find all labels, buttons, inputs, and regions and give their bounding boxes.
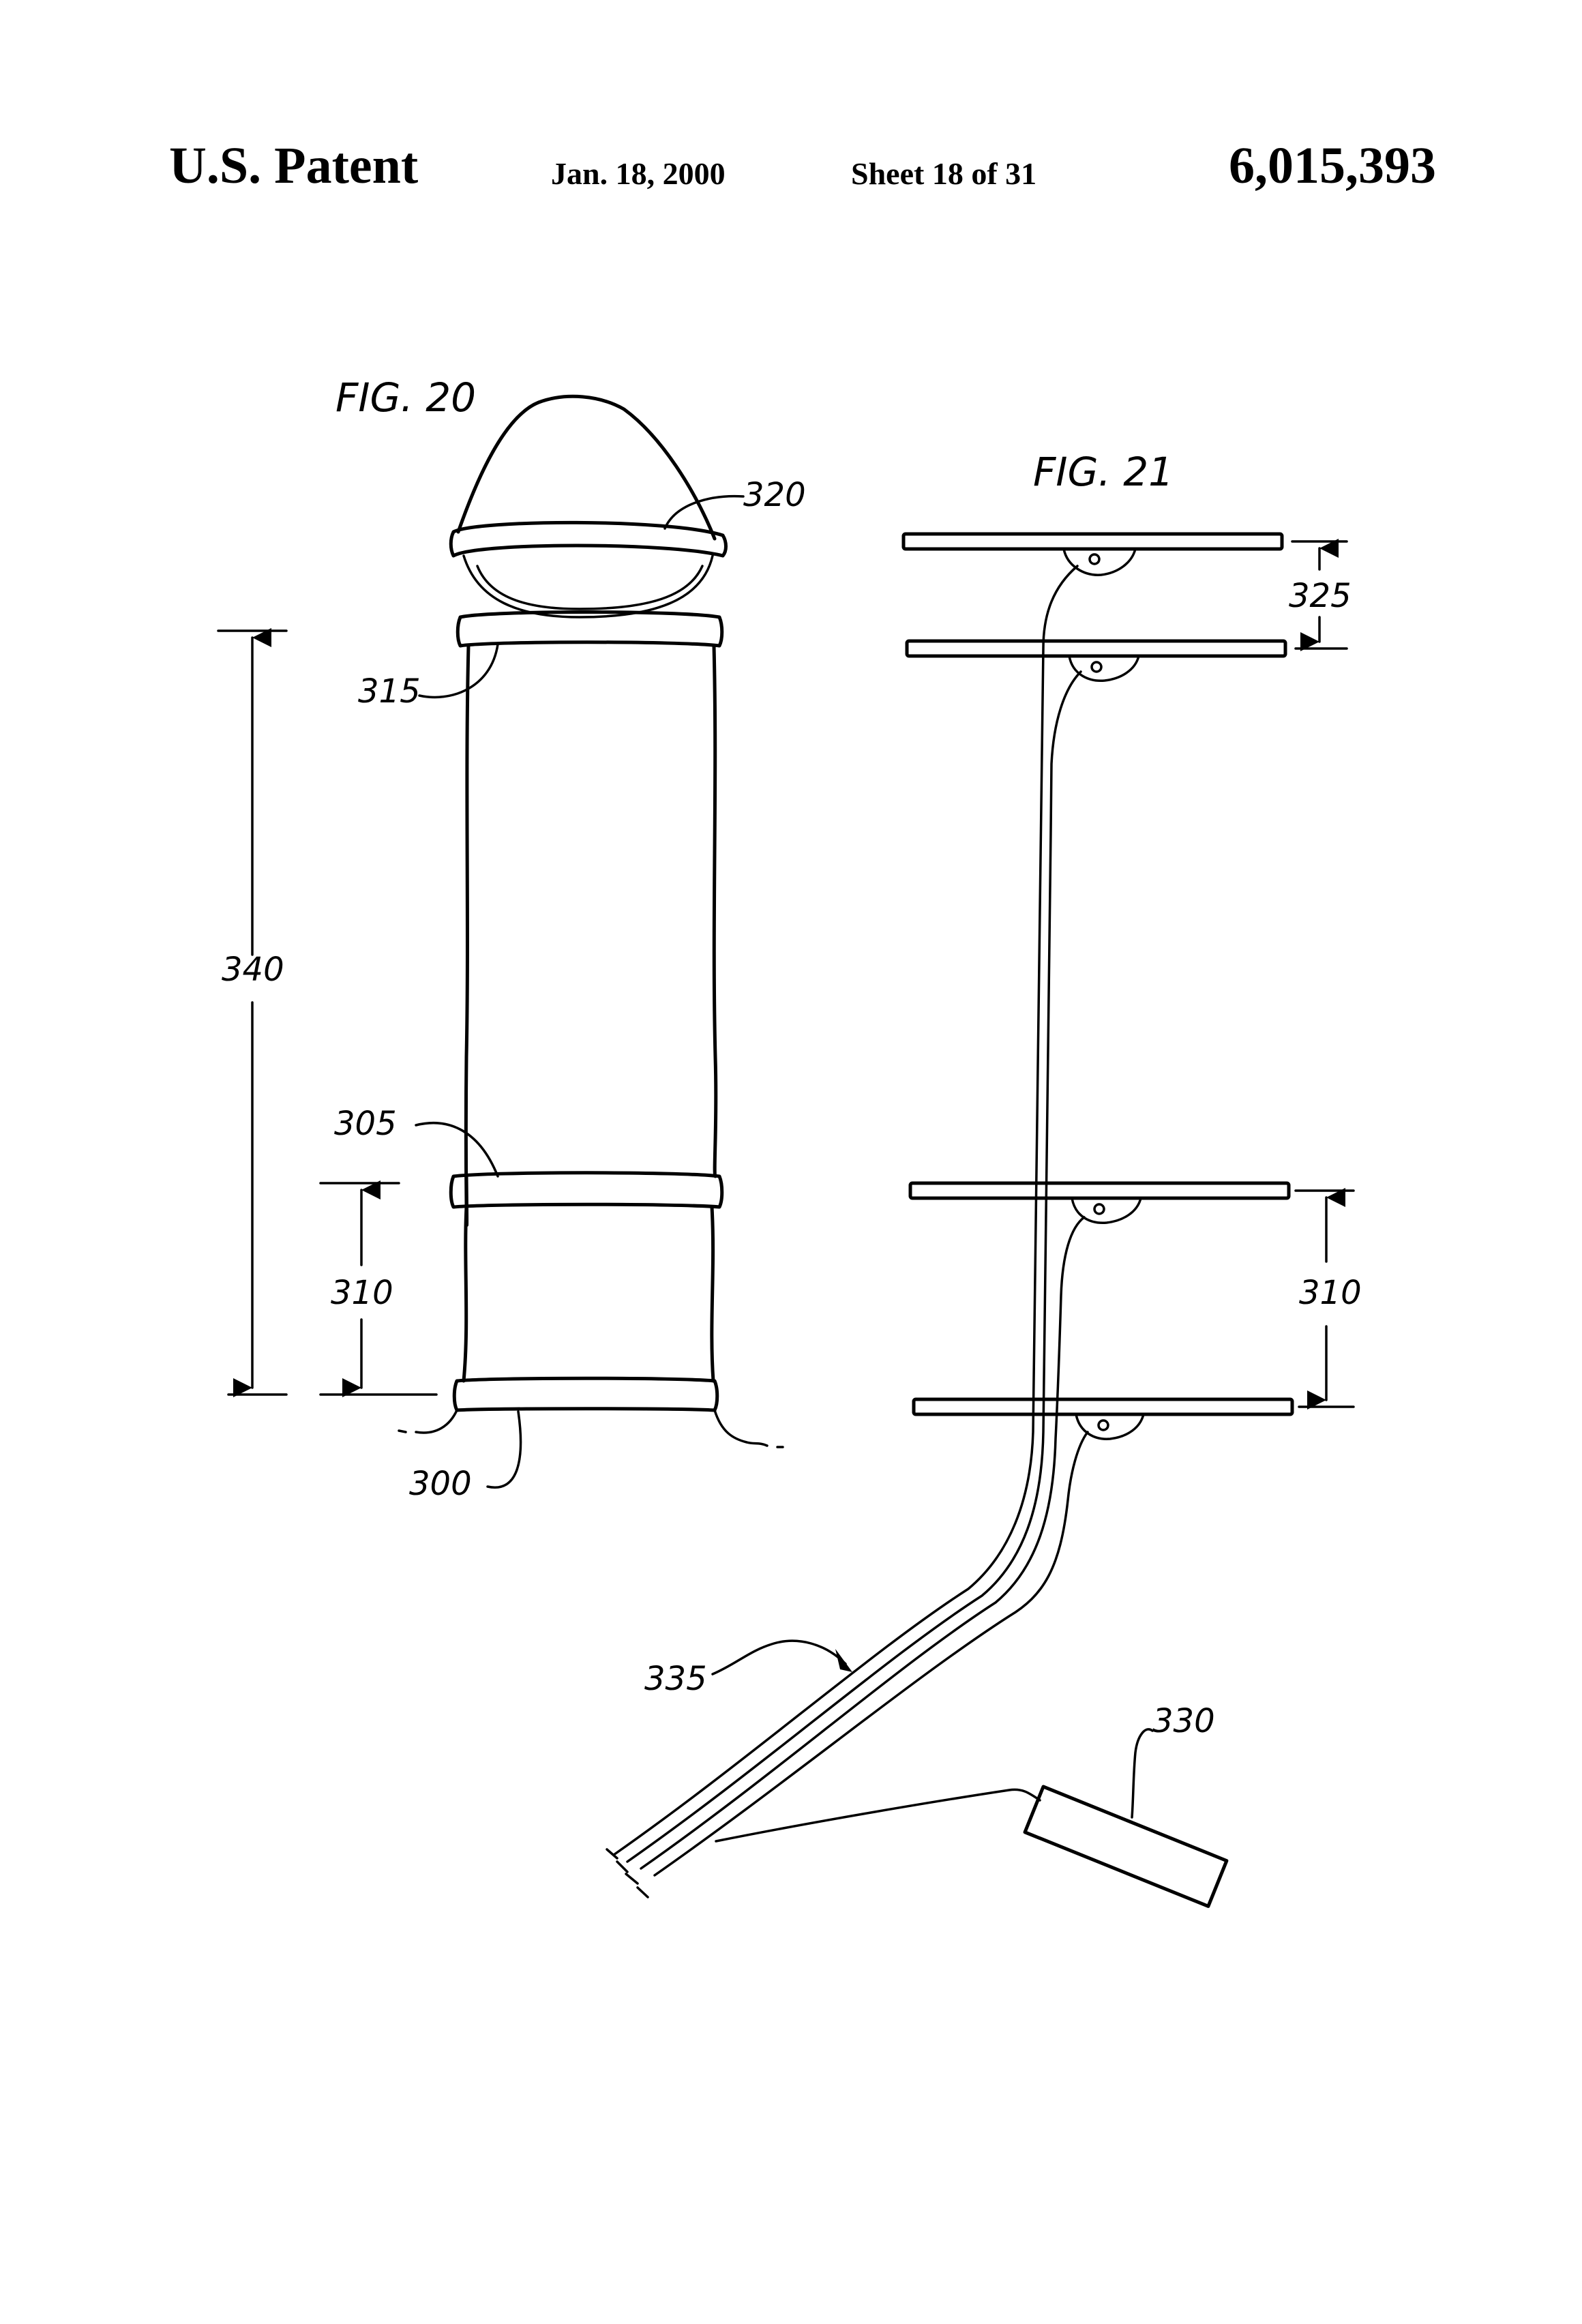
sleeve-right-edge (714, 646, 716, 1176)
label-325: 325 (1289, 577, 1352, 615)
ring-305 (451, 1173, 722, 1207)
leader-300 (488, 1412, 521, 1487)
band-2 (907, 641, 1285, 656)
leader-305 (416, 1123, 498, 1176)
label-315: 315 (358, 672, 421, 711)
connector-330 (1025, 1787, 1227, 1906)
connector-tabs (1064, 549, 1144, 1439)
dimension-340 (218, 631, 286, 1395)
band-3 (910, 1183, 1289, 1198)
leader-335 (713, 1641, 846, 1674)
ring-300 (454, 1378, 717, 1410)
wisp-right (715, 1410, 783, 1447)
label-340: 340 (222, 951, 284, 989)
band-1 (904, 534, 1282, 549)
lower-sleeve-left (464, 1207, 466, 1381)
cable-330 (716, 1789, 1040, 1841)
figure-20: FIG. 20 (218, 374, 806, 1503)
lower-sleeve-right (712, 1207, 713, 1381)
fig21-title: FIG. 21 (1033, 449, 1174, 495)
wisp-left (399, 1410, 457, 1433)
leader-330 (1132, 1729, 1152, 1817)
band-4 (914, 1399, 1292, 1414)
label-310-fig20: 310 (331, 1274, 393, 1312)
label-305: 305 (334, 1105, 397, 1143)
label-320: 320 (743, 476, 806, 514)
label-300: 300 (409, 1465, 472, 1503)
leader-315 (419, 644, 498, 697)
leader-335-arrowhead (835, 1649, 852, 1672)
sleeve-left-edge (466, 646, 468, 1225)
label-310-fig21: 310 (1299, 1274, 1362, 1312)
label-335: 335 (644, 1660, 707, 1698)
fig20-title: FIG. 20 (335, 374, 476, 421)
label-330: 330 (1152, 1702, 1215, 1740)
